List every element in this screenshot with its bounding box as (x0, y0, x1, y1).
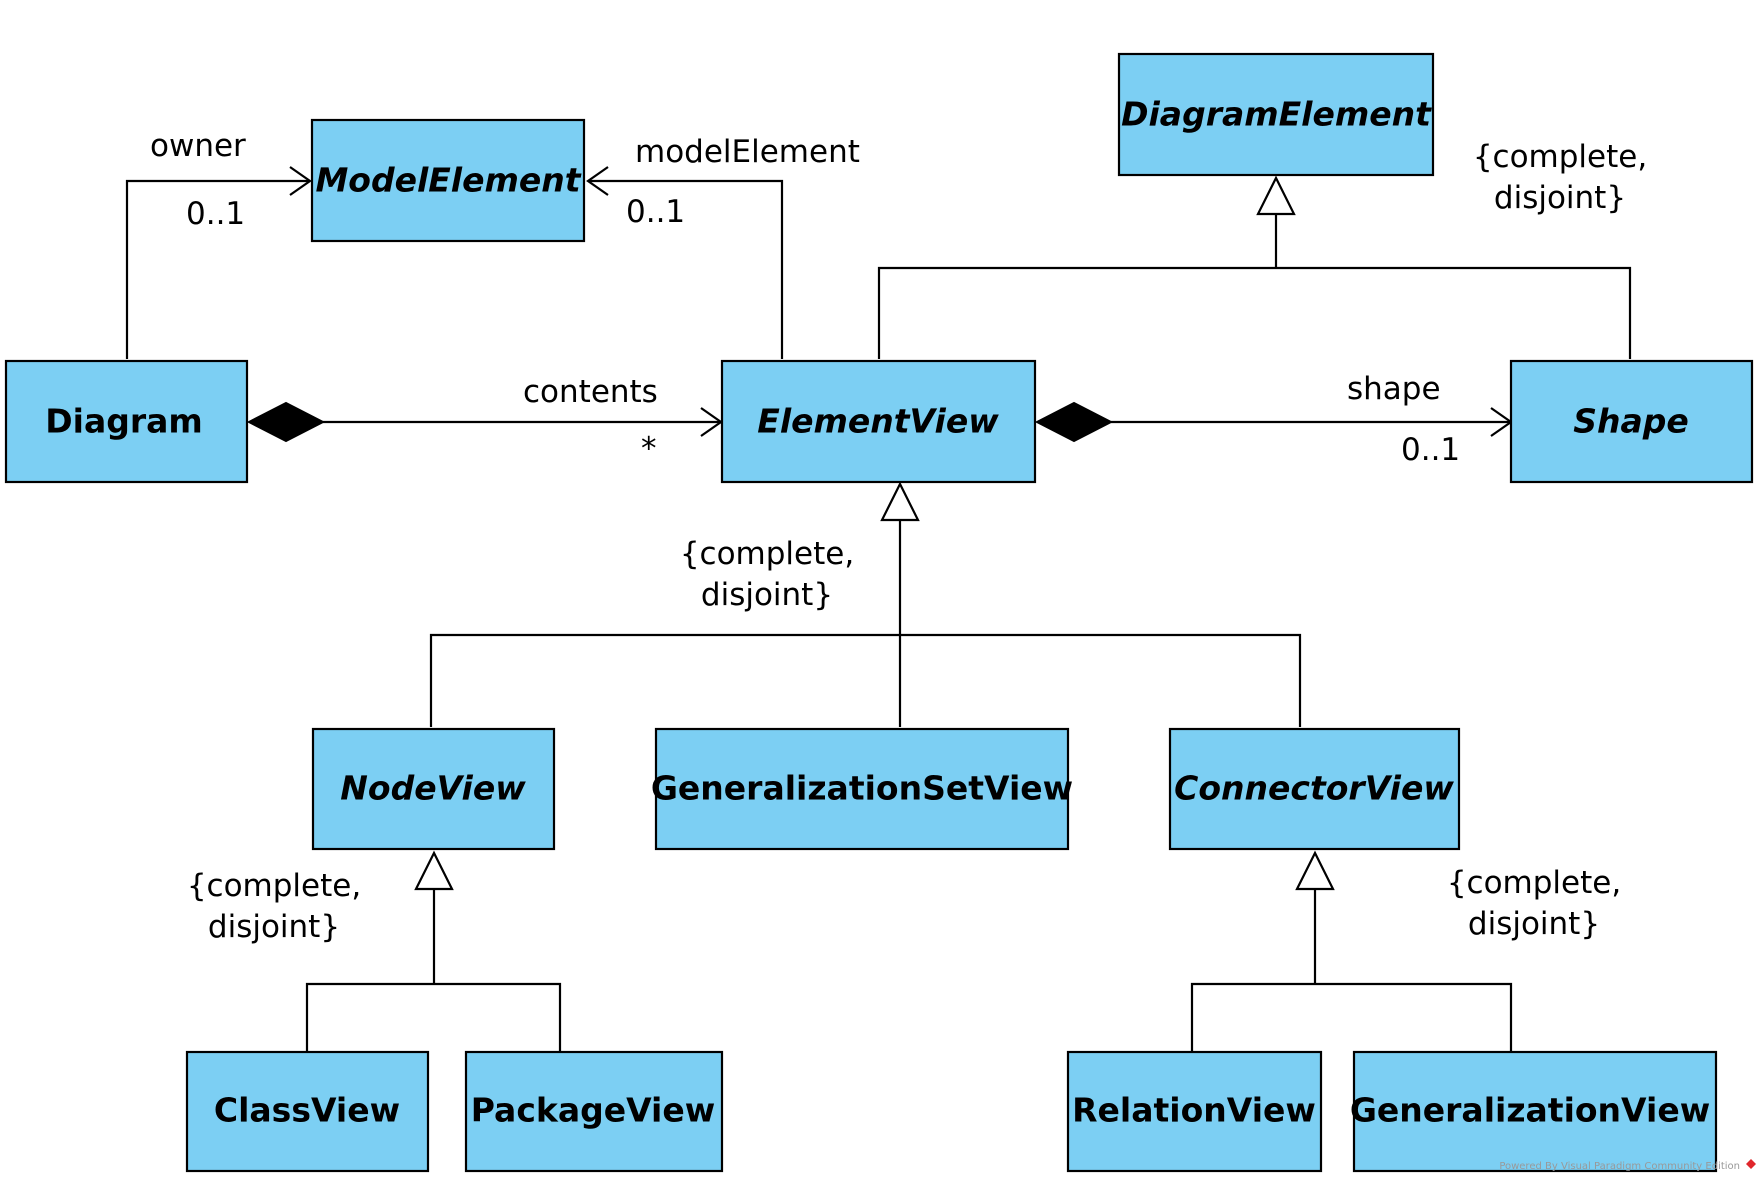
class-generalization-view[interactable]: GeneralizationView (1350, 1050, 1718, 1173)
class-name: ClassView (214, 1091, 400, 1130)
modelelement-association-line (588, 179, 784, 359)
nodeview-constraint-line2: disjoint} (208, 909, 340, 945)
modelelement-role-label: modelElement (635, 134, 860, 170)
diagramelement-constraint-line2: disjoint} (1494, 180, 1626, 216)
elementview-constraint-line2: disjoint} (701, 577, 833, 613)
class-connector-view[interactable]: ConnectorView (1168, 727, 1461, 851)
class-generalization-set-view[interactable]: GeneralizationSetView (651, 727, 1073, 851)
elementview-generalization-line (429, 633, 1302, 727)
connectorview-constraint-line1: {complete, (1447, 865, 1621, 901)
elementview-generalization-triangle (880, 481, 920, 522)
class-name: ModelElement (315, 161, 581, 200)
class-diagram-element[interactable]: DiagramElement (1117, 52, 1435, 177)
class-name: Shape (1573, 402, 1689, 441)
owner-arrowhead (289, 166, 312, 196)
class-model-element[interactable]: ModelElement (310, 118, 586, 243)
shape-multiplicity-label: 0..1 (1401, 432, 1460, 468)
class-name: GeneralizationSetView (651, 769, 1073, 808)
diagramelement-generalization-triangle (1256, 175, 1296, 216)
class-name: Diagram (45, 402, 203, 441)
visual-paradigm-logo-icon (1746, 1159, 1756, 1169)
class-element-view[interactable]: ElementView (720, 359, 1037, 484)
owner-role-label: owner (150, 128, 246, 164)
modelelement-multiplicity-label: 0..1 (626, 194, 685, 230)
class-node-view[interactable]: NodeView (311, 727, 556, 851)
class-shape[interactable]: Shape (1509, 359, 1754, 484)
class-name: RelationView (1072, 1091, 1316, 1130)
connectorview-constraint-line2: disjoint} (1468, 906, 1600, 942)
class-class-view[interactable]: ClassView (185, 1050, 430, 1173)
class-name: ConnectorView (1174, 769, 1454, 808)
class-name: DiagramElement (1121, 95, 1432, 134)
shape-role-label: shape (1347, 371, 1441, 407)
owner-association-line (125, 179, 310, 359)
owner-multiplicity-label: 0..1 (186, 196, 245, 232)
watermark-text: Powered By Visual Paradigm Community Edi… (1499, 1161, 1740, 1172)
diagramelement-constraint-line1: {complete, (1473, 139, 1647, 175)
connectorview-generalization-line (1190, 982, 1513, 1051)
shape-composition-diamond (1034, 401, 1114, 443)
class-name: ElementView (757, 402, 999, 441)
contents-multiplicity-label: * (641, 431, 657, 467)
class-name: NodeView (340, 769, 526, 808)
elementview-constraint-line1: {complete, (680, 536, 854, 572)
class-package-view[interactable]: PackageView (464, 1050, 724, 1173)
class-diagram[interactable]: Diagram (4, 359, 249, 484)
class-name: PackageView (471, 1091, 716, 1130)
nodeview-generalization-triangle (414, 850, 454, 891)
diagramelement-generalization-line (877, 266, 1632, 359)
class-name: GeneralizationView (1350, 1091, 1710, 1130)
nodeview-generalization-line (305, 982, 562, 1051)
nodeview-constraint-line1: {complete, (187, 868, 361, 904)
connectorview-generalization-triangle (1295, 850, 1335, 891)
class-relation-view[interactable]: RelationView (1066, 1050, 1323, 1173)
modelelement-arrowhead (586, 166, 609, 196)
contents-role-label: contents (523, 374, 658, 410)
contents-composition-diamond (246, 401, 326, 443)
